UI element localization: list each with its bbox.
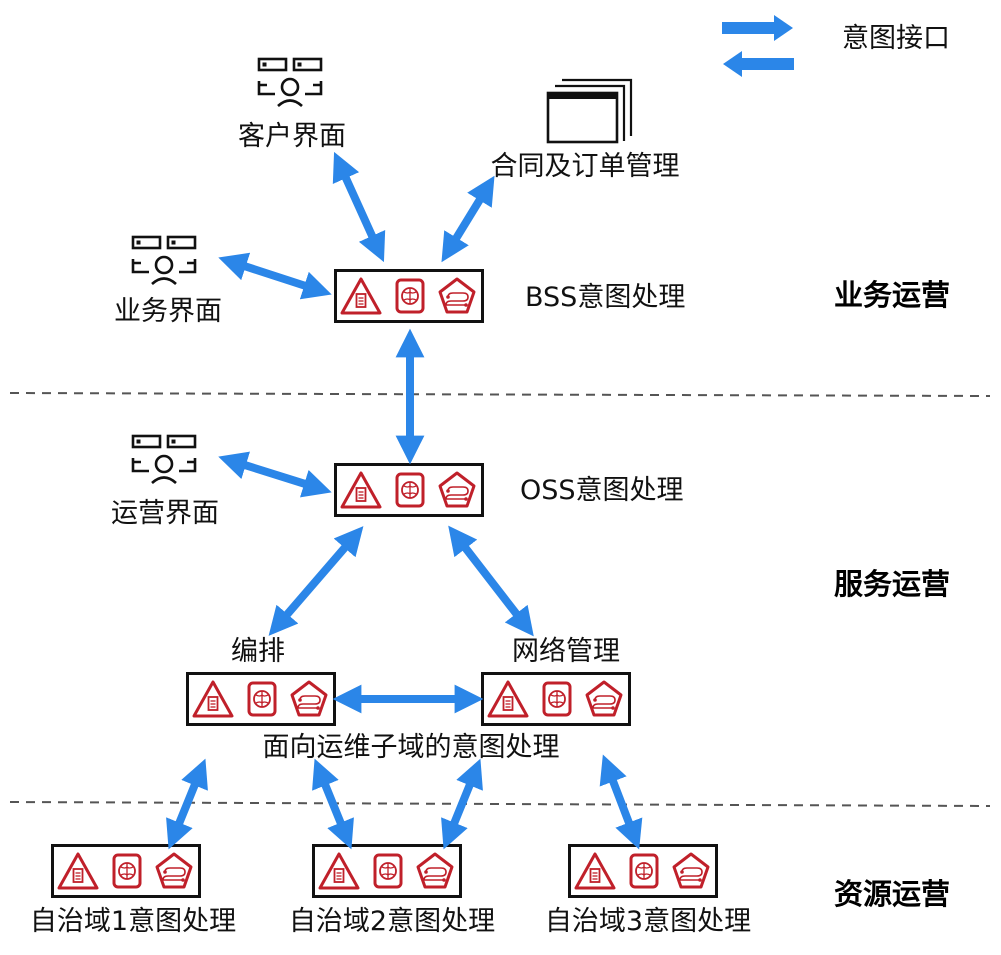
domain3-label: 自治域3意图处理 [544,906,752,937]
oss-intent-module [334,463,484,517]
business-interface-label: 业务界面 [114,296,222,327]
subdomain-caption: 面向运维子域的意图处理 [262,732,560,763]
arrow-network-mgmt-domain3 [599,754,643,850]
arrow-operations-ui-oss [218,451,332,498]
layer-resource-label: 资源运营 [834,877,951,911]
domain2-intent-module [312,844,462,898]
arrow-customer-bss [332,151,386,263]
arrow-business-ui-bss [218,252,332,300]
arrow-orchestration-domain2 [312,758,354,850]
legend-label: 意图接口 [842,23,950,54]
arrow-oss-network-mgmt [448,525,534,637]
layer-business-label: 业务运营 [834,278,951,312]
contract-order-label: 合同及订单管理 [490,151,680,182]
orchestration-intent-module [186,672,336,726]
domain3-intent-module [568,844,718,898]
network-mgmt-label: 网络管理 [512,636,620,667]
arrow-oss-orchestration [268,526,364,636]
customer-interface-label: 客户界面 [238,121,346,152]
business-interface-icon [131,235,197,286]
domain1-label: 自治域1意图处理 [29,906,237,937]
operations-interface-icon [131,434,197,485]
customer-interface-icon [257,57,323,108]
divider-business-service [9,392,991,397]
oss-label: OSS意图处理 [520,475,684,506]
arrow-contract-bss [441,175,495,263]
document-stack-icon [546,78,633,144]
domain1-intent-module [51,844,201,898]
orchestration-label: 编排 [231,636,285,667]
bss-intent-module [334,269,484,323]
domain2-label: 自治域2意图处理 [288,906,496,937]
network-mgmt-intent-module [481,672,631,726]
operations-interface-label: 运营界面 [111,498,219,529]
arrow-network-mgmt-domain2 [441,758,483,850]
layer-service-label: 服务运营 [834,567,951,601]
arrow-orchestration-domain1 [166,758,208,850]
bss-label: BSS意图处理 [525,282,686,313]
divider-service-resource [9,801,991,807]
legend-arrow-icon [722,15,794,77]
